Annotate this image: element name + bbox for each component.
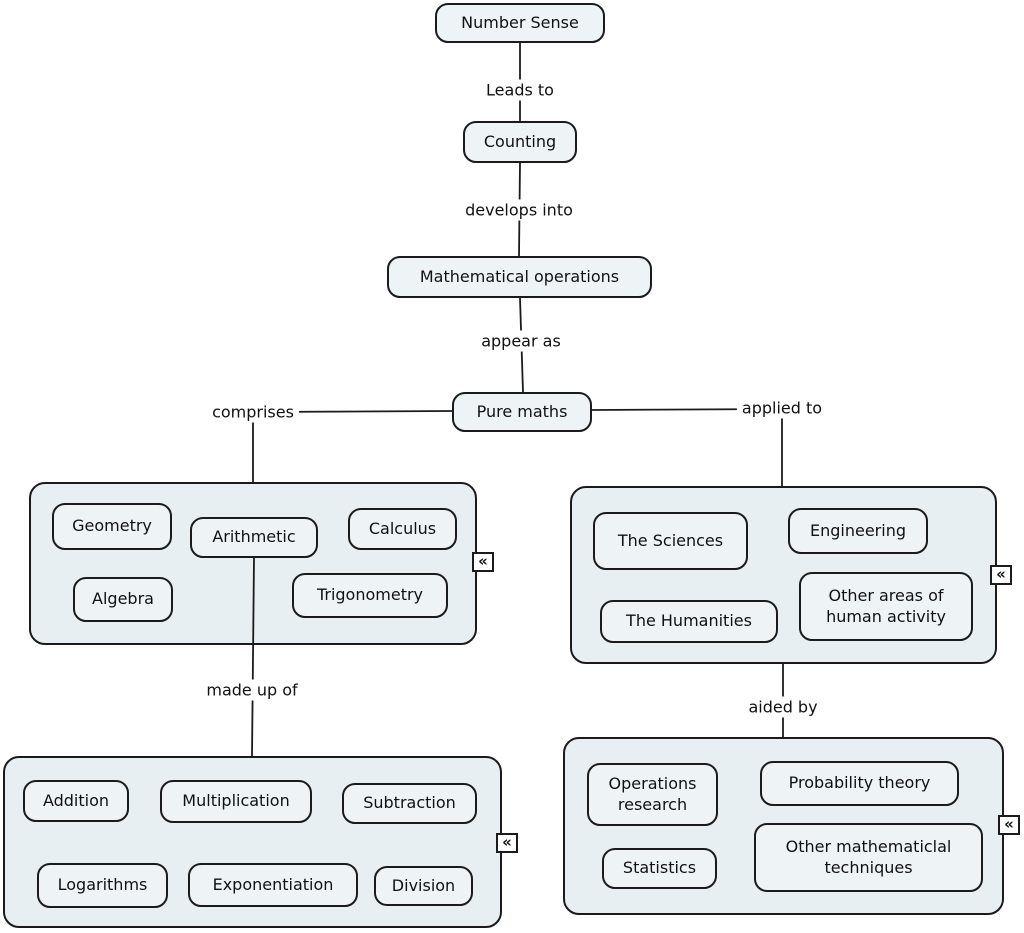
node-the-humanities[interactable]: The Humanities: [600, 600, 778, 643]
link-label-leads-to[interactable]: Leads to: [481, 79, 559, 101]
line-puremaths-applied-group: [591, 408, 783, 486]
node-geometry[interactable]: Geometry: [52, 503, 172, 550]
node-probability-theory[interactable]: Probability theory: [760, 761, 959, 806]
node-other-mathematical-techniques[interactable]: Other mathematiclal techniques: [754, 823, 983, 892]
collapse-icon[interactable]: «: [472, 552, 494, 572]
link-label-applied-to[interactable]: applied to: [736, 397, 828, 419]
collapse-icon[interactable]: «: [990, 565, 1012, 585]
node-number-sense[interactable]: Number Sense: [435, 3, 605, 43]
node-trigonometry[interactable]: Trigonometry: [292, 573, 448, 618]
node-multiplication[interactable]: Multiplication: [160, 780, 312, 823]
node-counting[interactable]: Counting: [463, 121, 577, 163]
link-label-appear-as[interactable]: appear as: [476, 330, 566, 352]
node-exponentiation[interactable]: Exponentiation: [188, 863, 358, 907]
node-mathematical-operations[interactable]: Mathematical operations: [387, 256, 652, 298]
node-logarithms[interactable]: Logarithms: [37, 863, 168, 908]
collapse-icon[interactable]: «: [998, 815, 1020, 835]
node-statistics[interactable]: Statistics: [602, 848, 717, 889]
node-arithmetic[interactable]: Arithmetic: [190, 517, 318, 558]
node-engineering[interactable]: Engineering: [788, 508, 928, 554]
link-label-comprises[interactable]: comprises: [207, 401, 299, 423]
collapse-icon[interactable]: «: [496, 833, 518, 853]
link-label-develops-into[interactable]: develops into: [460, 199, 578, 221]
node-division[interactable]: Division: [374, 866, 473, 906]
node-algebra[interactable]: Algebra: [73, 577, 173, 622]
node-pure-maths[interactable]: Pure maths: [452, 392, 592, 432]
node-the-sciences[interactable]: The Sciences: [593, 512, 748, 570]
node-subtraction[interactable]: Subtraction: [342, 783, 477, 824]
node-addition[interactable]: Addition: [23, 780, 129, 822]
link-label-made-up-of[interactable]: made up of: [201, 679, 303, 701]
node-other-areas-human-activity[interactable]: Other areas of human activity: [799, 572, 973, 641]
link-label-aided-by[interactable]: aided by: [743, 696, 823, 718]
node-operations-research[interactable]: Operations research: [587, 763, 718, 826]
node-calculus[interactable]: Calculus: [348, 508, 457, 550]
